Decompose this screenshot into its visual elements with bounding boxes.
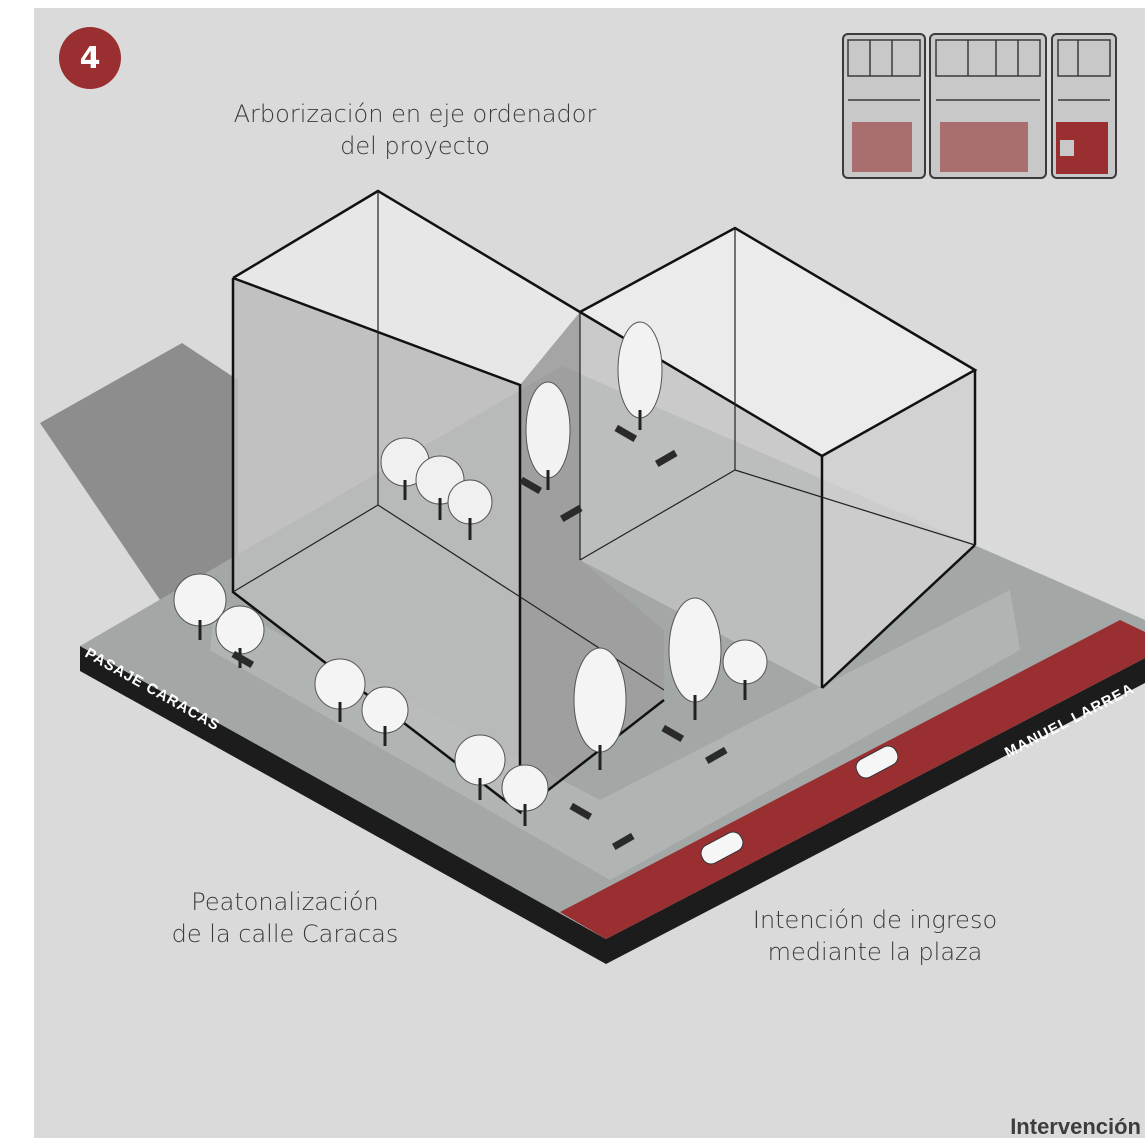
cast-shadow [40, 343, 238, 600]
benches [231, 424, 728, 850]
bench-icon [559, 504, 583, 522]
tree-icon [617, 321, 663, 430]
tree-icon [314, 658, 366, 722]
step-number-badge: 4 [59, 27, 121, 89]
tree-icon [573, 647, 627, 770]
bench-icon [519, 476, 543, 494]
caption-entry-intent: Intención de ingreso mediante la plaza [752, 906, 998, 966]
trees [173, 321, 768, 826]
tree-icon [501, 764, 549, 826]
tree-icon [361, 686, 409, 746]
car-icon [855, 745, 899, 779]
slab-side-left [80, 646, 606, 964]
bench-icon [704, 746, 728, 764]
tree-icon [722, 639, 768, 700]
bench-icon [661, 724, 685, 742]
tree-icon [525, 381, 571, 490]
slab-side-right [606, 658, 1145, 964]
tree-icon [668, 597, 722, 720]
tree-icon [173, 573, 227, 640]
bench-icon [231, 650, 255, 668]
caption-tree-axis: Arborización en eje ordenador del proyec… [233, 100, 597, 160]
footer-section-title: Intervención [1010, 1114, 1141, 1139]
bench-icon [611, 832, 635, 850]
tree-icon [454, 734, 506, 800]
car-icon [700, 831, 744, 865]
tree-icon [447, 479, 493, 540]
bench-icon [614, 424, 638, 442]
site-plan-inset [842, 33, 1117, 179]
plaza-area [210, 590, 1020, 880]
caption-pedestrianization: Peatonalización de la calle Caracas [171, 888, 399, 948]
bench-icon [569, 802, 593, 820]
bench-icon [654, 449, 678, 467]
